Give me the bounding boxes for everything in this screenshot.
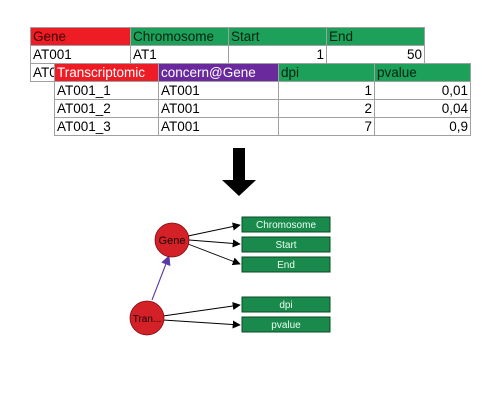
end-cell[interactable]: 50 [326, 45, 425, 64]
end-attr-box[interactable]: End [241, 256, 331, 273]
chromosome-attr-box[interactable]: Chromosome [241, 216, 331, 233]
gene-node[interactable]: Gene [154, 222, 190, 258]
pvalue-cell[interactable]: 0,9 [374, 117, 471, 136]
edge-gene-start [188, 239, 241, 248]
gene-node-label: Gene [159, 235, 186, 247]
edge-gene-end [187, 243, 241, 266]
table-row: AT001_2 AT001 2 0,04 [54, 99, 471, 118]
edge-trans-gene [151, 255, 171, 301]
start-attr-label: Start [275, 240, 296, 251]
pvalue-cell[interactable]: 0,01 [374, 81, 471, 100]
table-row: AT001_1 AT001 1 0,01 [54, 81, 471, 100]
transcriptomic-cell[interactable]: AT001_3 [54, 117, 159, 136]
dpi-attr-box[interactable]: dpi [241, 296, 331, 313]
transcriptomic-node[interactable]: Tran... [129, 300, 165, 336]
chromosome-attr-label: Chromosome [256, 220, 316, 231]
table-row: AT001_3 AT001 7 0,9 [54, 117, 471, 136]
table-row: AT001 AT1 1 50 [30, 45, 425, 64]
pvalue-attr-label: pvalue [271, 320, 301, 331]
end-attr-label: End [277, 260, 295, 271]
transcriptomic-table: Transcriptomic concern@Gene dpi pvalue A… [54, 63, 471, 136]
chromosome-cell[interactable]: AT1 [130, 45, 229, 64]
transcriptomic-node-label: Tran... [133, 314, 162, 325]
concern-gene-cell[interactable]: AT001 [158, 117, 279, 136]
dpi-header-cell[interactable]: dpi [278, 63, 375, 82]
chromosome-header-cell[interactable]: Chromosome [130, 27, 229, 46]
edge-gene-chromosome [187, 222, 241, 237]
concern-gene-header-cell[interactable]: concern@Gene [158, 63, 279, 82]
edge-trans-pvalue [162, 319, 241, 329]
concern-gene-cell[interactable]: AT001 [158, 81, 279, 100]
dpi-attr-label: dpi [279, 300, 292, 311]
concern-gene-cell[interactable]: AT001 [158, 99, 279, 118]
pvalue-attr-box[interactable]: pvalue [241, 316, 331, 333]
edge-trans-dpi [162, 302, 241, 317]
dpi-cell[interactable]: 7 [278, 117, 375, 136]
transcriptomic-cell[interactable]: AT001_1 [54, 81, 159, 100]
gene-table: Gene Chromosome Start End AT001 AT1 1 50… [30, 27, 425, 82]
start-attr-box[interactable]: Start [241, 236, 331, 253]
down-arrow-icon [222, 148, 256, 196]
trans-table-header-row: Transcriptomic concern@Gene dpi pvalue [54, 63, 471, 82]
